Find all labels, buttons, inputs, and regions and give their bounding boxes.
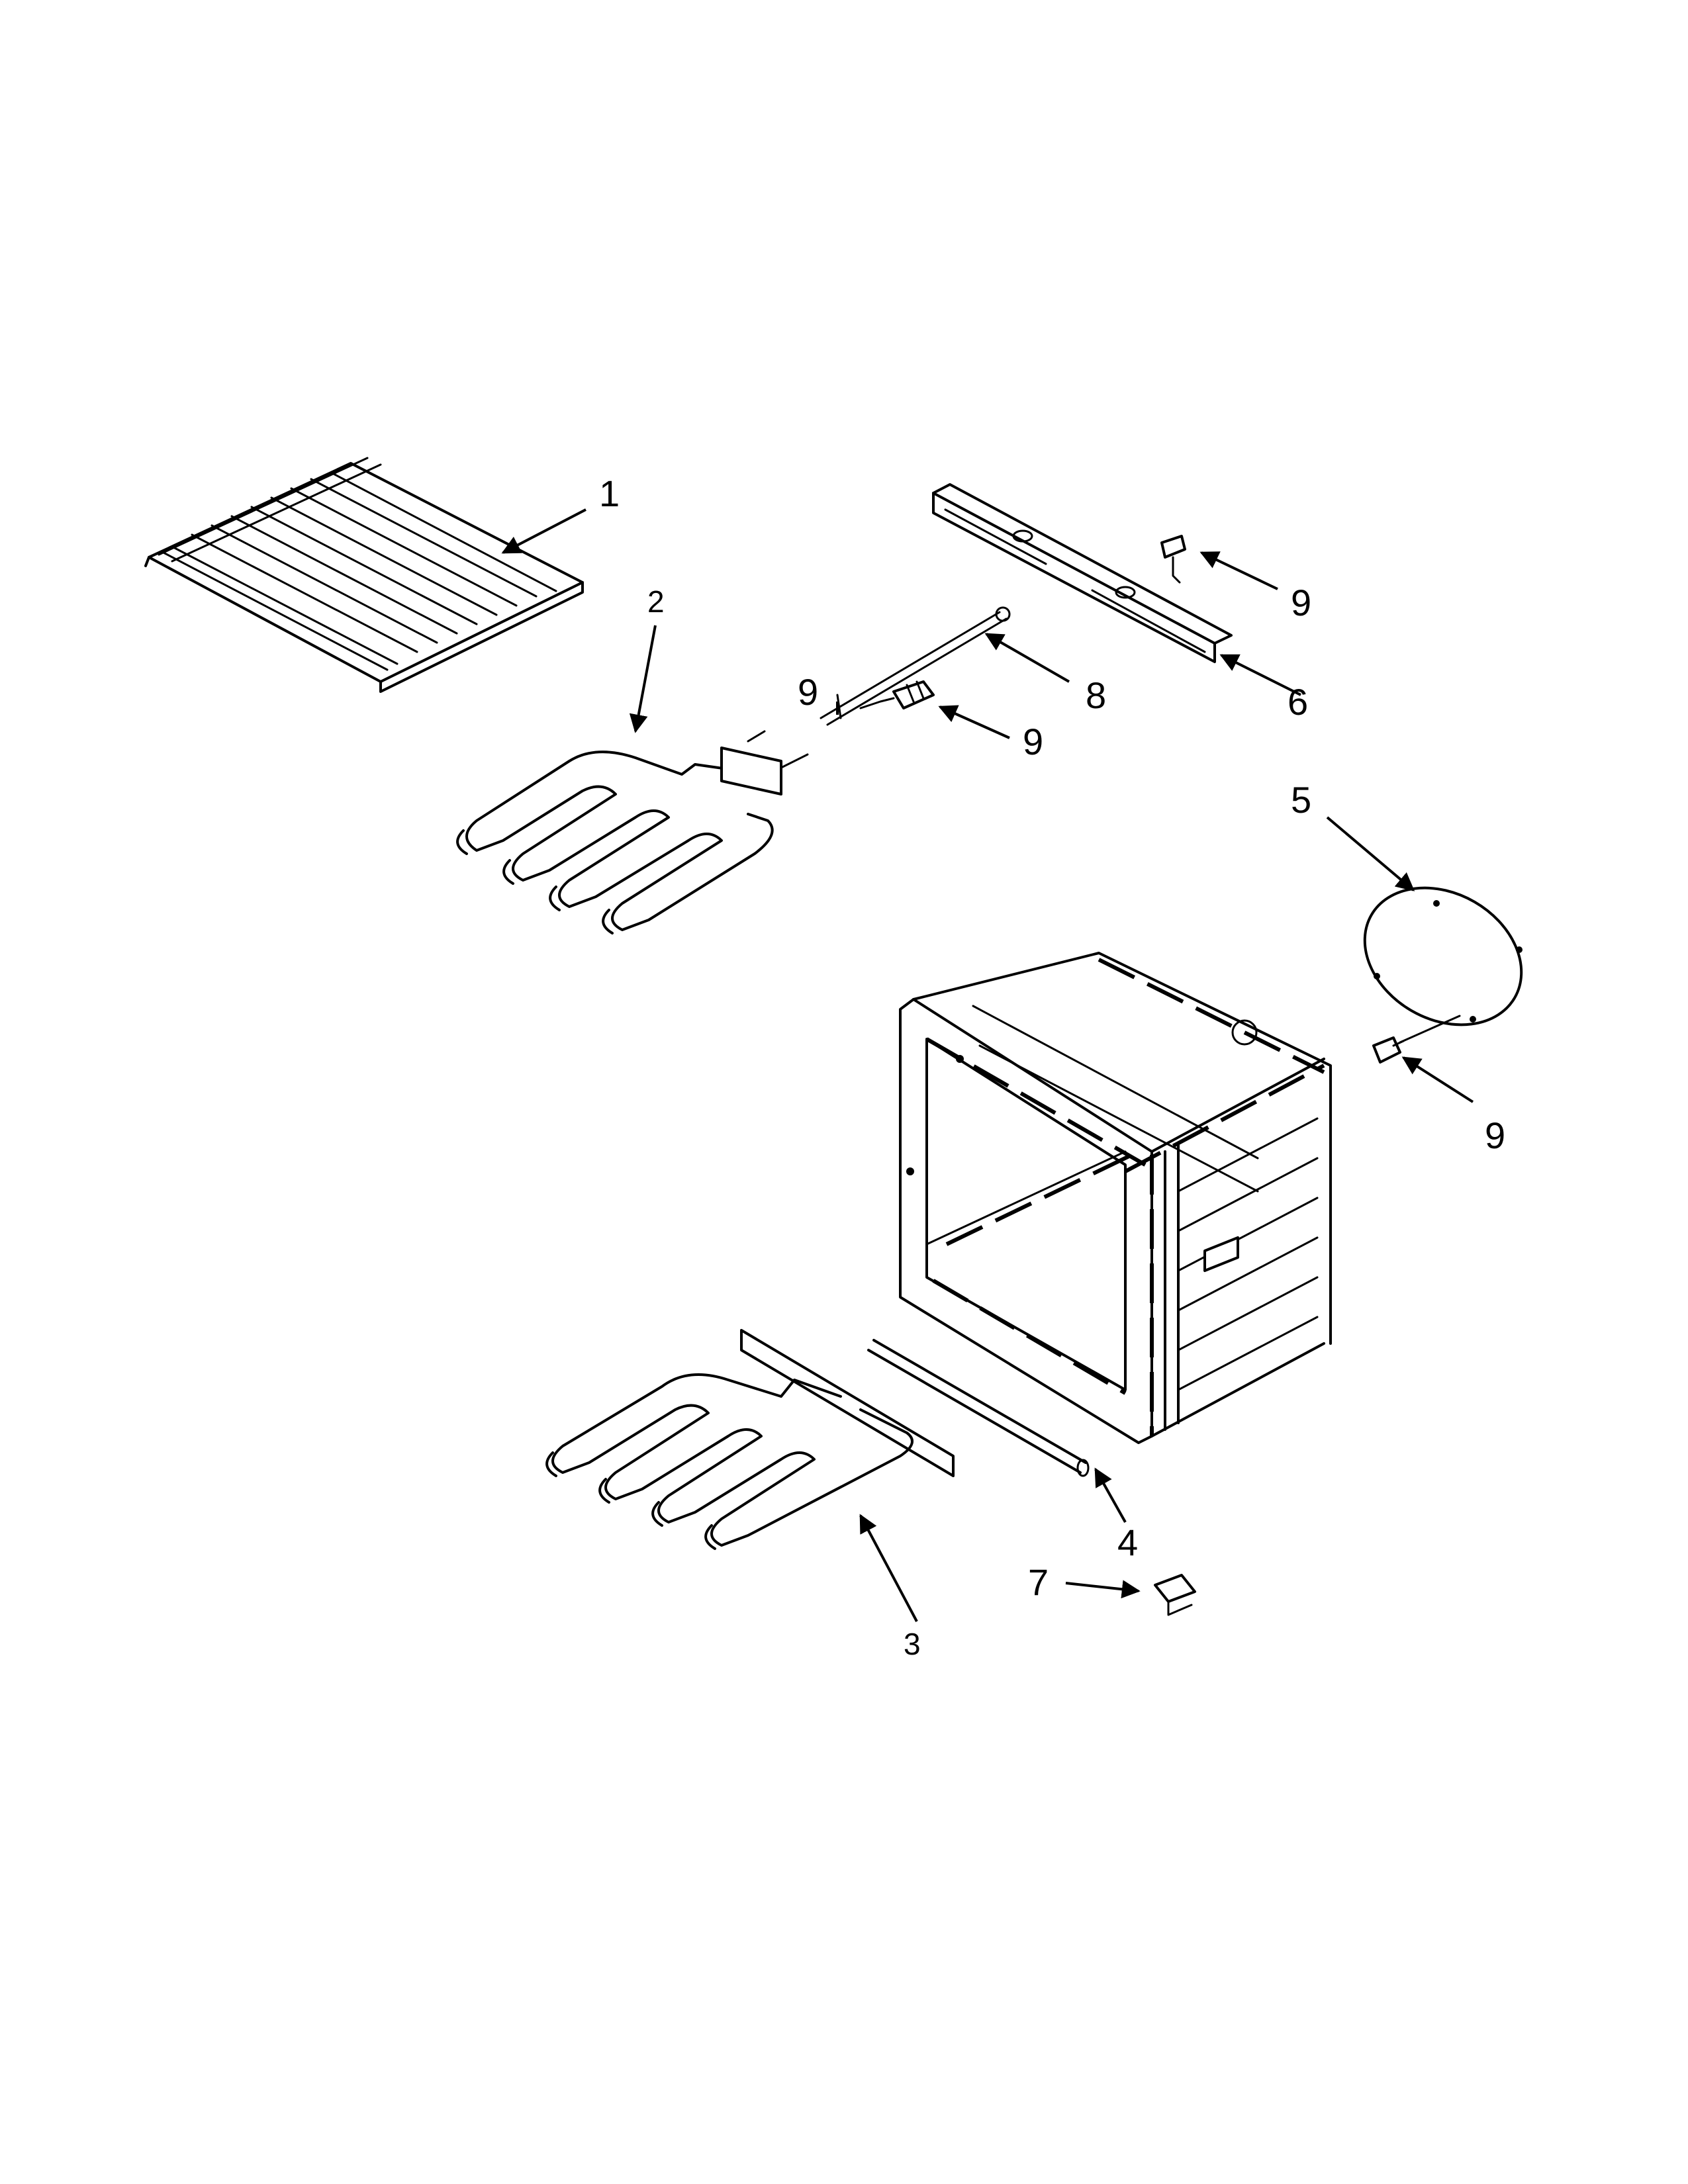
callout-2: 2 <box>647 584 665 619</box>
leader-9a <box>1199 551 1278 590</box>
callout-5: 5 <box>1291 779 1311 821</box>
broil-element-part <box>545 1329 955 1550</box>
gasket-part <box>1363 886 1523 1044</box>
leader-1 <box>501 508 586 554</box>
leader-3 <box>859 1514 918 1622</box>
clip-part <box>1154 1574 1196 1616</box>
leader-4 <box>1094 1467 1127 1523</box>
tube-part <box>867 1339 1090 1477</box>
oven-cavity-part <box>899 952 1332 1444</box>
leader-lines <box>501 508 1474 1622</box>
leader-6 <box>1219 654 1301 696</box>
callout-3: 3 <box>904 1627 921 1661</box>
callout-7: 7 <box>1028 1561 1049 1603</box>
leader-2 <box>629 625 657 733</box>
bake-element-part <box>456 730 809 934</box>
temperature-sensor-part <box>820 606 1011 726</box>
gasket-screw-part <box>1372 1036 1405 1064</box>
leader-9b <box>938 705 1010 739</box>
callout-4: 4 <box>1117 1522 1138 1563</box>
leader-7 <box>1065 1580 1141 1599</box>
leader-5 <box>1326 816 1415 891</box>
callout-9-sensor: 9 <box>798 671 818 713</box>
callout-9-bracket-screw: 9 <box>1291 582 1311 623</box>
callout-labels: 1 2 3 4 5 6 7 8 9 9 9 9 <box>599 473 1505 1661</box>
callout-8: 8 <box>1086 674 1106 716</box>
callout-9-sensor-screw: 9 <box>1023 721 1043 762</box>
leader-8 <box>984 633 1070 683</box>
mounting-bracket-part <box>932 483 1233 663</box>
callout-6: 6 <box>1288 681 1308 723</box>
screw-part <box>1160 535 1186 584</box>
oven-rack-part <box>144 457 584 693</box>
leader-9d <box>1401 1056 1474 1103</box>
callout-1: 1 <box>599 473 620 514</box>
callout-9-gasket-screw: 9 <box>1485 1115 1505 1156</box>
